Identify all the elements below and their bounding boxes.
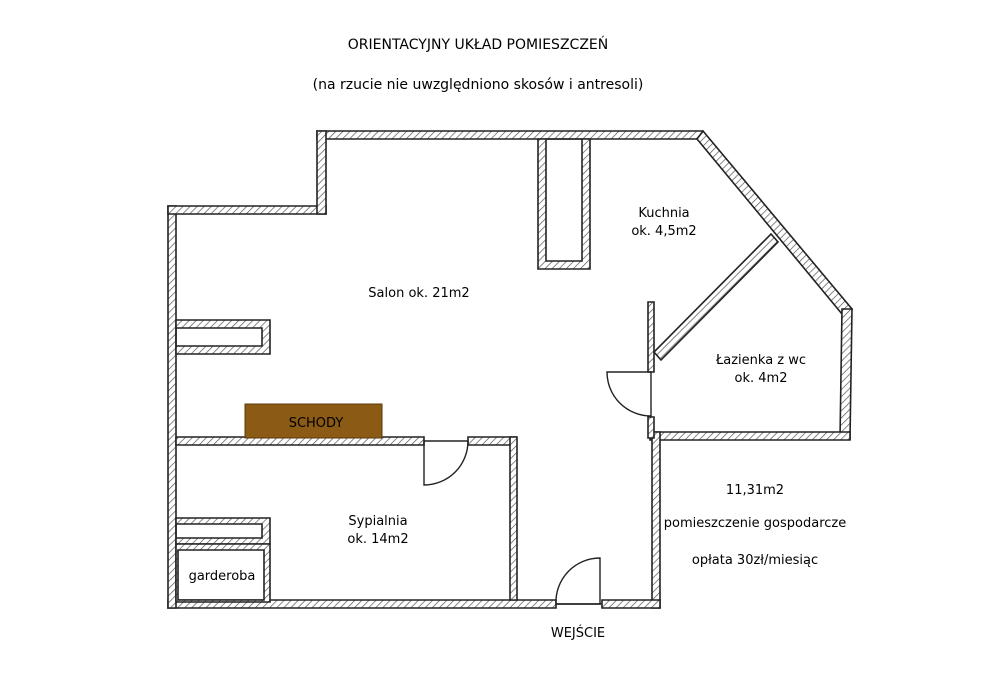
wall-bathroom-diagonal	[652, 232, 780, 362]
interior-walls	[175, 138, 780, 603]
utility-fee: opłata 30zł/miesiąc	[692, 553, 818, 568]
wardrobe-walls	[175, 543, 271, 603]
room-label-garderoba: garderoba	[189, 569, 256, 584]
room-label-lazienka-area: ok. 4m2	[735, 371, 788, 386]
door-entrance	[555, 557, 601, 605]
wall-right-lower	[651, 431, 661, 609]
door-bathroom	[606, 371, 652, 417]
room-label-kuchnia-name: Kuchnia	[638, 206, 689, 221]
wall-bedroom-top-right	[467, 436, 517, 446]
wall-step-vertical	[316, 130, 327, 215]
doors	[423, 371, 652, 605]
wall-bathroom-left-lower	[647, 416, 655, 439]
outer-walls	[167, 129, 854, 609]
stairs	[244, 403, 383, 439]
wall-top	[316, 130, 710, 140]
utility-area: 11,31m2	[726, 483, 784, 498]
wall-bottom-right	[601, 599, 661, 609]
wall-right-bathroom	[839, 308, 853, 440]
stairs-label: SCHODY	[289, 416, 344, 431]
wall-left	[167, 205, 177, 609]
room-label-kuchnia-area: ok. 4,5m2	[631, 224, 696, 239]
room-label-lazienka-name: Łazienka z wc	[715, 353, 806, 368]
plan-title: ORIENTACYJNY UKŁAD POMIESZCZEŃ	[348, 35, 608, 53]
door-bedroom	[423, 440, 469, 486]
room-label-sypialnia-area: ok. 14m2	[347, 532, 408, 547]
room-label-sypialnia-name: Sypialnia	[348, 514, 407, 529]
room-label-salon: Salon ok. 21m2	[368, 286, 469, 301]
wall-step-top	[167, 205, 327, 215]
niche-salon	[175, 319, 271, 355]
utility-name: pomieszczenie gospodarcze	[664, 516, 846, 531]
plan-subtitle: (na rzucie nie uwzględniono skosów i ant…	[313, 77, 644, 93]
entrance-label: WEJŚCIE	[551, 625, 605, 641]
wardrobe-shelf	[175, 517, 271, 545]
shaft-kitchen	[537, 138, 591, 270]
wall-bedroom-right	[509, 436, 518, 601]
wall-bathroom-bottom	[649, 431, 851, 441]
wall-bathroom-left	[647, 301, 655, 373]
